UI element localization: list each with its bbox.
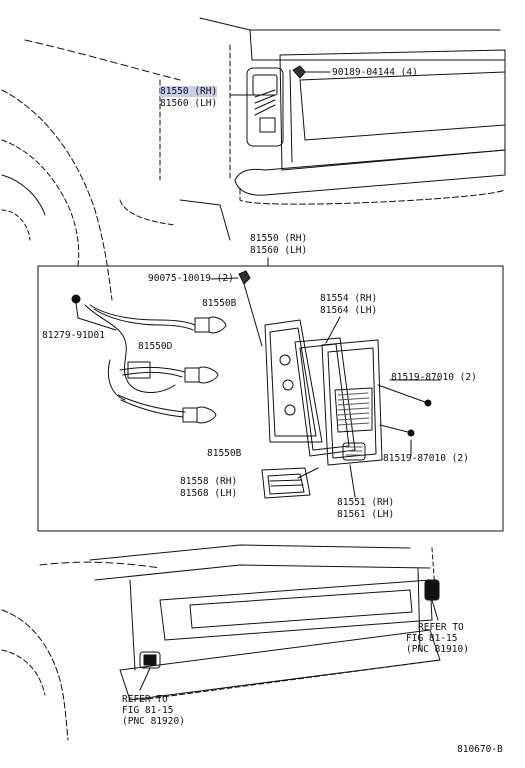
ref-left-line-3[interactable]: (PNC 81920) (122, 716, 185, 727)
ref-right-line-1[interactable]: REFER TO (418, 622, 464, 633)
label-lamp-rh[interactable]: 81550 (RH) (160, 86, 218, 97)
label-grommet[interactable]: 81279-91D01 (42, 330, 105, 341)
label-gasket-lh[interactable]: 81564 (LH) (320, 305, 378, 316)
label-screw-bottom[interactable]: 81519-87010 (2) (383, 453, 469, 464)
ref-left-line-2[interactable]: FIG 81-15 (122, 705, 174, 716)
label-clip[interactable]: 90189-04144 (4) (332, 67, 418, 78)
top-vehicle-illustration (2, 18, 505, 300)
label-assembly-lh[interactable]: 81560 (LH) (250, 245, 308, 256)
label-bulb-top[interactable]: 81550B (202, 298, 237, 309)
label-reflector-lh[interactable]: 81568 (LH) (180, 488, 238, 499)
ref-right-line-3[interactable]: (PNC 81910) (406, 644, 469, 655)
label-lens-rh[interactable]: 81551 (RH) (337, 497, 395, 508)
ref-left-line-1[interactable]: REFER TO (122, 694, 168, 705)
label-lamp-lh[interactable]: 81560 (LH) (160, 98, 218, 109)
label-reflector-rh[interactable]: 81558 (RH) (180, 476, 238, 487)
label-screw-top[interactable]: 81519-87010 (2) (391, 372, 477, 383)
figure-id: 810670-B (457, 744, 503, 755)
label-lens-lh[interactable]: 81561 (LH) (337, 509, 395, 520)
ref-right-line-2[interactable]: FIG 81-15 (406, 633, 458, 644)
label-bulb-bottom[interactable]: 81550B (207, 448, 242, 459)
assembly-frame (38, 266, 503, 531)
assembly-illustration (72, 271, 440, 498)
bulb-bottom-assembly (183, 407, 216, 423)
bulb-mid-assembly (185, 367, 218, 383)
bottom-vehicle-illustration (2, 545, 440, 740)
label-bulb-mid[interactable]: 81550D (138, 341, 173, 352)
bulb-top-assembly (195, 317, 226, 333)
label-gasket-rh[interactable]: 81554 (RH) (320, 293, 378, 304)
label-screw-clip[interactable]: 90075-10019 (2) (148, 273, 234, 284)
label-assembly-rh[interactable]: 81550 (RH) (250, 233, 308, 244)
